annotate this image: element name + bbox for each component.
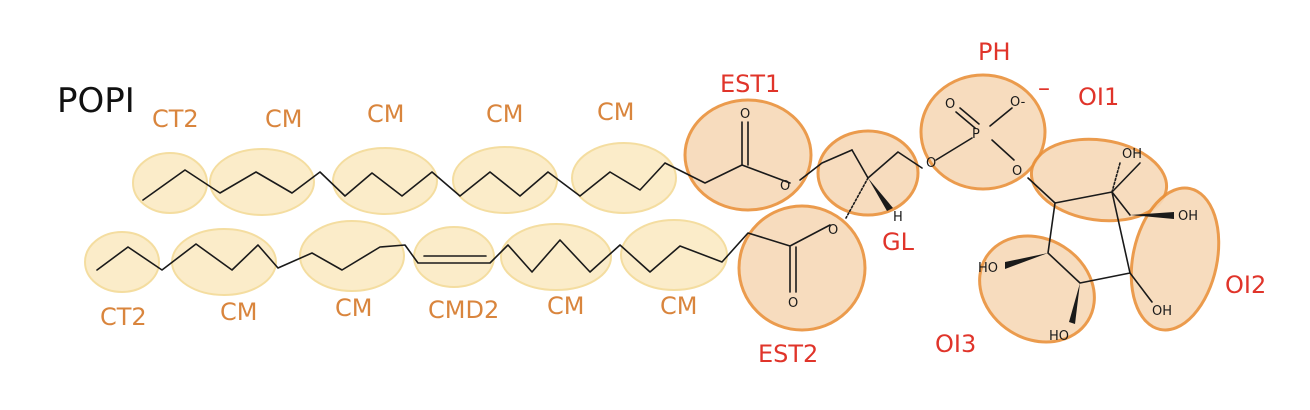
atom-o-est2-carbonyl: O bbox=[788, 296, 798, 311]
bead-cm-top-2 bbox=[332, 147, 438, 215]
bond-p-o-left bbox=[935, 137, 973, 161]
bond-hash-oh-top bbox=[1111, 162, 1121, 193]
bead-est2 bbox=[737, 204, 867, 332]
bond-wedge-ho-bottom bbox=[1069, 283, 1080, 324]
label-cm-bottom-2: CM bbox=[335, 294, 372, 322]
bead-oi2 bbox=[1129, 186, 1221, 332]
label-est2: EST2 bbox=[758, 340, 818, 368]
label-oi3: OI3 bbox=[935, 330, 976, 358]
bond-inositol-top bbox=[1027, 162, 1141, 204]
label-cmd2-bottom: CMD2 bbox=[428, 296, 499, 324]
bond-inositol-oi1 bbox=[1111, 191, 1131, 216]
label-cm-top-4: CM bbox=[597, 98, 634, 126]
bead-cm-bottom-1 bbox=[171, 228, 277, 296]
bead-ct2-bottom bbox=[84, 231, 160, 293]
bead-cm-top-3 bbox=[452, 146, 558, 214]
bond-glycerol bbox=[851, 149, 923, 179]
bond-gl-h-wedge bbox=[868, 178, 893, 211]
label-oi1: OI1 bbox=[1078, 83, 1119, 111]
bond-p-o-up-1 bbox=[955, 111, 976, 129]
atom-o-est1-ester: O bbox=[780, 179, 790, 194]
atom-h-gl: H bbox=[893, 210, 903, 225]
label-charge: – bbox=[1038, 74, 1050, 102]
bead-cm-bottom-4 bbox=[620, 219, 728, 291]
bead-cm-bottom-2 bbox=[299, 220, 405, 292]
label-ph: PH bbox=[978, 38, 1011, 66]
atom-o-p-left: O bbox=[926, 156, 936, 171]
label-oi2: OI2 bbox=[1225, 271, 1266, 299]
atom-ho-oi3-left: HO bbox=[978, 261, 998, 276]
bond-p-o-right bbox=[991, 139, 1015, 161]
bond-wedge-oh-right bbox=[1130, 212, 1174, 219]
atom-o-p-anion: O- bbox=[1010, 95, 1026, 110]
atom-o-est1-carbonyl: O bbox=[740, 107, 750, 122]
atom-o-p-right: O bbox=[1012, 164, 1022, 179]
bond-wedge-ho-left bbox=[1005, 253, 1048, 269]
label-ct2-top: CT2 bbox=[152, 105, 199, 133]
bead-oi3 bbox=[978, 234, 1096, 344]
atom-p: P bbox=[972, 127, 980, 142]
bond-gl-est2-hash bbox=[845, 177, 869, 219]
bond-top-chain bbox=[142, 162, 791, 201]
bead-ph bbox=[919, 73, 1047, 191]
label-cm-bottom-1: CM bbox=[220, 298, 257, 326]
molecule-name: POPI bbox=[57, 81, 135, 121]
label-cm-bottom-3: CM bbox=[547, 292, 584, 320]
label-cm-top-3: CM bbox=[486, 100, 523, 128]
bond-p-o-anion bbox=[989, 107, 1013, 127]
bond-bottom-chain bbox=[96, 224, 831, 273]
bead-cm-top-4 bbox=[571, 142, 677, 214]
label-cm-bottom-4: CM bbox=[660, 292, 697, 320]
atom-o-est2-ester: O bbox=[828, 223, 838, 238]
label-cm-top-1: CM bbox=[265, 105, 302, 133]
bond-est1-o-gl bbox=[799, 149, 853, 181]
bond-inositol-oi2 bbox=[1129, 272, 1153, 303]
label-cm-top-2: CM bbox=[367, 100, 404, 128]
bead-gl bbox=[816, 129, 920, 217]
bond-p-o-up-2 bbox=[959, 107, 980, 125]
label-gl: GL bbox=[882, 228, 915, 256]
atom-oh-oi2-top: OH bbox=[1178, 209, 1198, 224]
atom-oh-oi1: OH bbox=[1122, 147, 1142, 162]
bead-ct2-top bbox=[132, 152, 208, 214]
bead-cmd2-bottom bbox=[413, 226, 495, 288]
label-ct2-bottom: CT2 bbox=[100, 303, 147, 331]
bead-cm-top-1 bbox=[209, 148, 315, 216]
bead-cm-bottom-3 bbox=[500, 223, 612, 291]
atom-oh-oi2-bottom: OH bbox=[1152, 304, 1172, 319]
atom-o-p-up: O bbox=[945, 97, 955, 112]
label-est1: EST1 bbox=[720, 70, 780, 98]
atom-ho-oi3-bottom: HO bbox=[1049, 329, 1069, 344]
